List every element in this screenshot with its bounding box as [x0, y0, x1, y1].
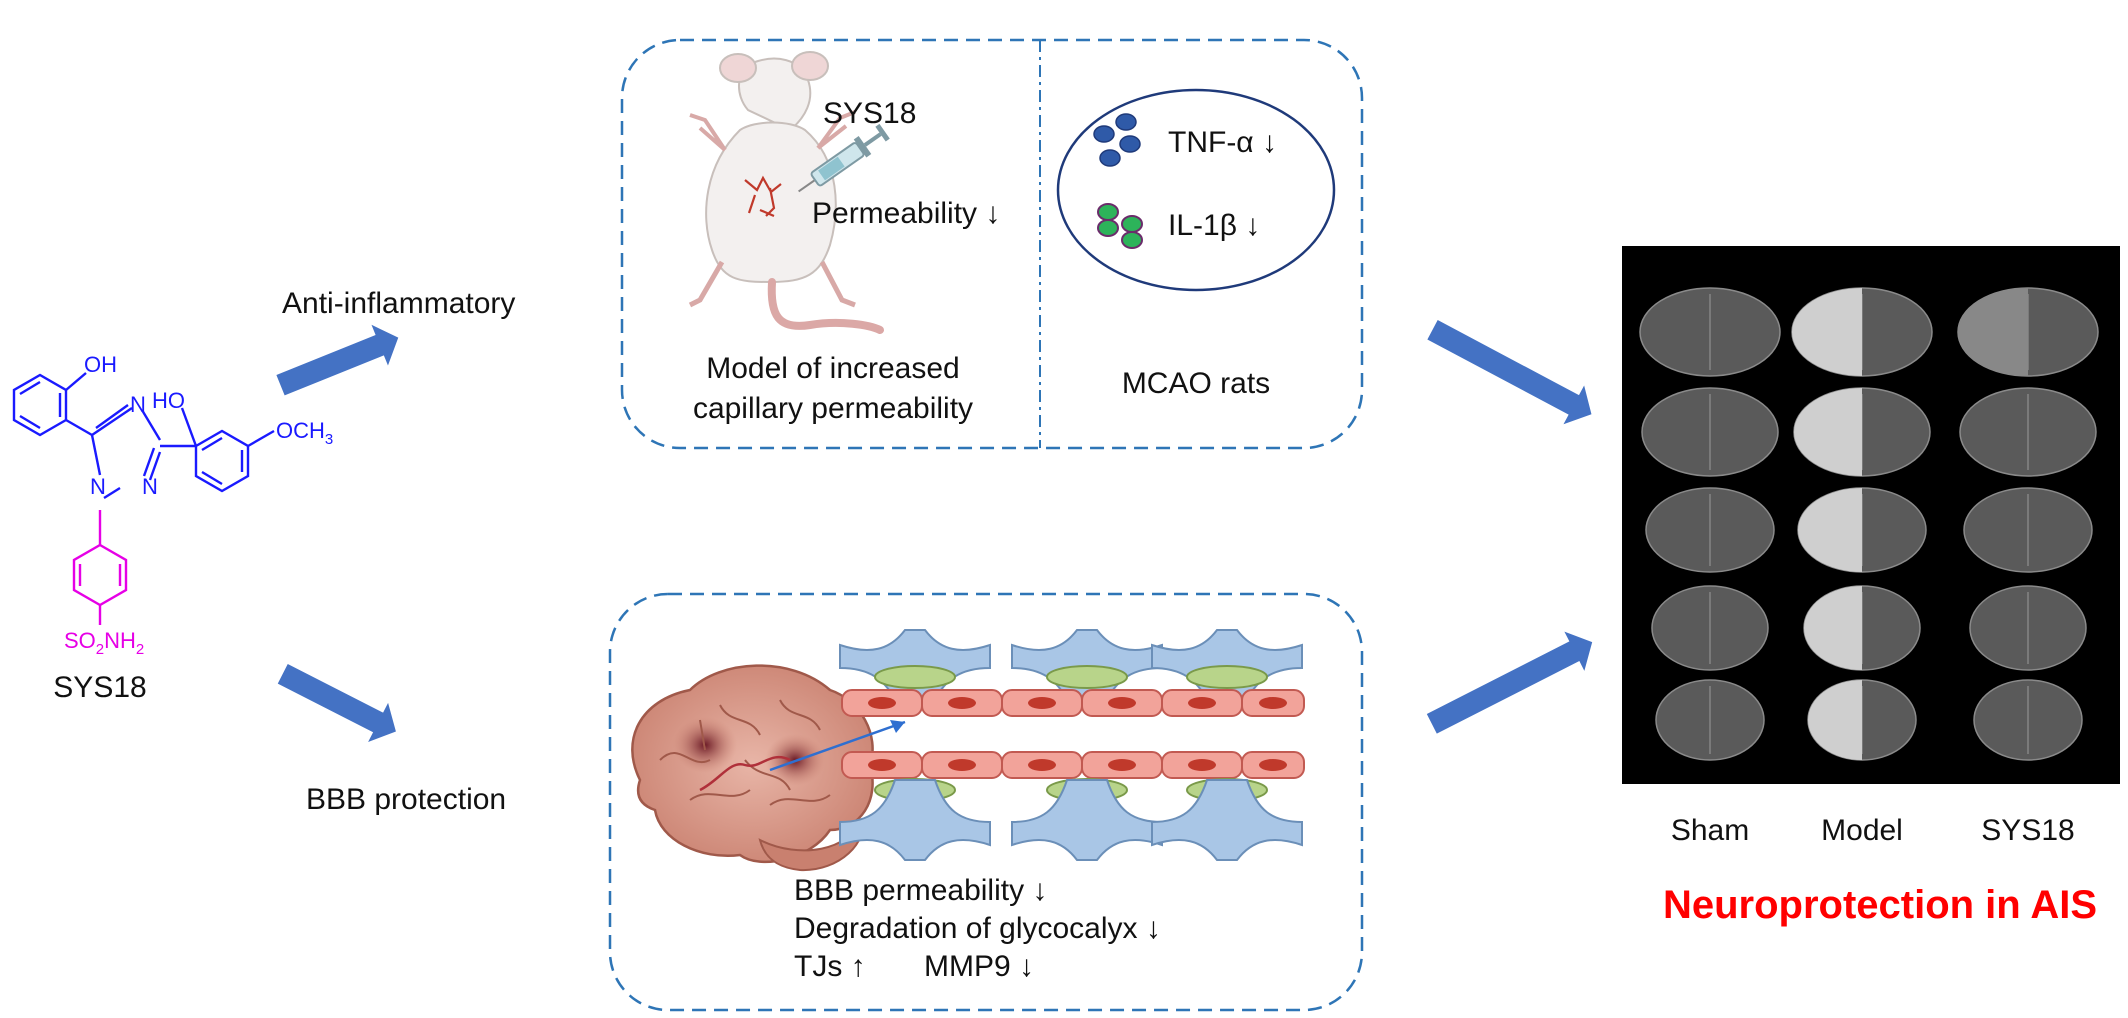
mri-slice	[1973, 679, 2083, 761]
column-label-sys18: SYS18	[1981, 814, 2074, 847]
triazole-ring	[65, 404, 196, 500]
arrow-bottom-to-mri	[1426, 631, 1593, 734]
mcao-rats-label: MCAO rats	[1122, 367, 1270, 400]
arrow-to-anti-inflammatory	[276, 324, 399, 396]
mri-panel: Sham Model SYS18 Neuroprotection in AIS	[1622, 246, 2120, 927]
arrow-top-to-mri	[1427, 320, 1592, 425]
brain-illustration	[631, 664, 906, 872]
syringe	[798, 123, 890, 193]
mri-slices	[1639, 287, 2099, 761]
model-caption-line2: capillary permeability	[693, 392, 973, 425]
top-pericytes	[874, 665, 1268, 689]
chemical-labels: OH HO OCH3 N N N SO2NH2 SYS18	[53, 352, 333, 704]
bottom-astrocytes	[839, 779, 1303, 861]
nh2-subscript: 2	[136, 641, 144, 658]
tnf-alpha-label: TNF-α ↓	[1168, 126, 1277, 159]
mri-slice	[1655, 679, 1765, 761]
mri-slice	[1791, 287, 1933, 377]
n-label-top: N	[130, 392, 146, 417]
phenol-ring-left	[12, 372, 87, 437]
cytokine-ellipse	[1056, 88, 1336, 292]
mri-slice	[1959, 387, 2097, 477]
neuroprotection-title: Neuroprotection in AIS	[1663, 883, 2097, 927]
mri-slice	[1797, 487, 1927, 573]
benzenesulfonamide-ring	[72, 510, 128, 625]
blood-vessel-illustration	[839, 629, 1305, 861]
mmp9-label: MMP9 ↓	[924, 950, 1034, 983]
top-panel-border	[620, 38, 1364, 450]
bottom-panel-border	[608, 592, 1364, 1012]
mri-slice	[1957, 287, 2099, 377]
mri-slice	[1651, 585, 1769, 671]
rat-illustration	[688, 51, 890, 334]
bbb-protection-label: BBB protection	[306, 783, 506, 816]
chemical-structure	[12, 372, 275, 625]
och3-main: OCH	[276, 418, 325, 443]
so2-main: SO	[64, 628, 96, 653]
mri-slice	[1807, 679, 1917, 761]
oh-label-right: HO	[152, 388, 185, 413]
top-endothelium	[841, 689, 1305, 717]
bbb-permeability-label: BBB permeability ↓	[794, 874, 1047, 907]
bbb-protection-panel: BBB permeability ↓ Degradation of glycoc…	[608, 592, 1364, 1012]
bottom-endothelium	[841, 751, 1305, 779]
sulfonamide-label: SO2NH2	[64, 628, 144, 658]
oh-label-left: OH	[84, 352, 117, 377]
mri-slice	[1645, 487, 1775, 573]
arrow-to-bbb-protection	[277, 664, 396, 743]
compound-name: SYS18	[53, 671, 146, 704]
top-drug-label: SYS18	[823, 97, 916, 130]
column-label-model: Model	[1821, 814, 1903, 847]
anti-inflammatory-label: Anti-inflammatory	[282, 287, 515, 320]
mri-slice	[1963, 487, 2093, 573]
och3-label: OCH3	[276, 418, 333, 448]
il-1beta-label: IL-1β ↓	[1168, 209, 1260, 242]
il-1beta-icon	[1097, 203, 1143, 249]
mri-slice	[1793, 387, 1931, 477]
methoxyphenol-ring	[180, 407, 275, 493]
column-label-sham: Sham	[1671, 814, 1749, 847]
glycocalyx-label: Degradation of glycocalyx ↓	[794, 912, 1161, 945]
so2-subscript: 2	[96, 641, 104, 658]
mri-slice	[1969, 585, 2087, 671]
bottom-endothelium-nuclei	[868, 759, 1287, 771]
nh2-main: NH	[104, 628, 136, 653]
model-caption-line1: Model of increased	[706, 352, 959, 385]
tjs-label: TJs ↑	[794, 950, 866, 983]
mri-slice	[1803, 585, 1921, 671]
n-label-left: N	[90, 474, 106, 499]
tnf-alpha-icon	[1093, 113, 1141, 167]
pathway-arrows	[276, 320, 1593, 743]
n-label-bottom: N	[142, 474, 158, 499]
permeability-label: Permeability ↓	[812, 197, 1000, 230]
top-endothelium-nuclei	[868, 697, 1287, 709]
anti-inflammatory-panel: SYS18 Permeability ↓ Model of increased …	[620, 38, 1364, 450]
mri-slice	[1641, 387, 1779, 477]
mri-slice	[1639, 287, 1781, 377]
och3-subscript: 3	[325, 431, 333, 448]
